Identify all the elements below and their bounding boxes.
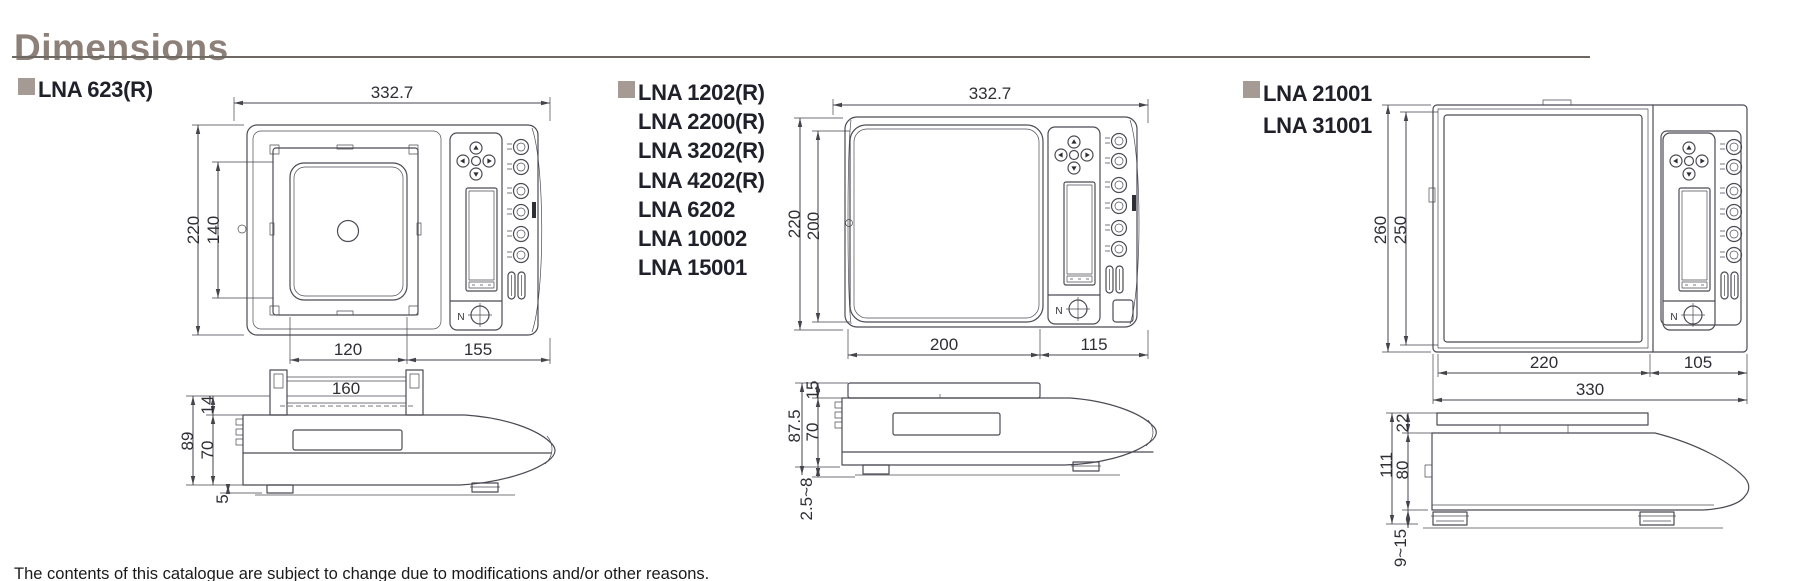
dim-label-pan-height: 22 [1393,414,1412,433]
brand-logo-mark [532,202,536,218]
model-line: LNA 3202(R) [618,136,765,165]
dim-label-overall-height: 111 [1377,452,1396,478]
dim-label-overall-width: 332.7 [371,83,414,102]
balance-body-profile [235,414,556,496]
model-name: LNA 4202(R) [638,167,765,193]
lna623-top-view-drawing: 332.7 220 140 120 155 [184,83,551,364]
rear-port [1112,299,1134,323]
model-line: LNA 10002 [618,224,765,253]
control-panel-frame [1660,130,1742,326]
dim-label-pan-depth: 200 [804,212,823,240]
dim-label-foot-height: 5 [213,494,232,503]
dim-label-pan-width: 120 [334,340,362,359]
weighing-pan-slab [1436,412,1649,434]
dim-label-pan-width: 160 [332,379,360,398]
model-name: LNA 2200(R) [638,109,765,135]
model-name: LNA 623(R) [38,77,153,102]
model-line: LNA 1202(R) [618,78,765,107]
dimension-lines [794,99,1149,359]
balance-body-profile [834,397,1157,476]
dim-label-overall-height: 87.5 [785,409,804,442]
dim-label-overall-width: 332.7 [969,84,1012,103]
dim-label-pan-width: 220 [1530,353,1558,372]
model-list-lna21001: LNA 21001 LNA 31001 [1243,78,1372,142]
control-panel [1662,132,1743,331]
lna1202-top-view-drawing: 332.7 220 200 200 115 [785,84,1149,359]
disclaimer-text: The contents of this catalogue are subje… [14,564,710,581]
model-name: LNA 15001 [638,255,747,281]
dimension-lines [1386,412,1437,528]
dim-label-overall-depth: 260 [1371,216,1390,244]
bullet-icon [18,78,35,95]
model-line: LNA 2200(R) [618,107,765,136]
dimension-lines [795,382,855,478]
dim-label-pan-width: 200 [930,335,958,354]
model-name: LNA 10002 [638,226,747,252]
dimension-lines [192,97,551,364]
title-rule [12,56,1590,58]
model-list-lna1202: LNA 1202(R) LNA 2200(R) LNA 3202(R) LNA … [618,78,765,282]
dim-label-pan-depth: 140 [204,216,223,244]
dim-label-pan-depth: 250 [1391,216,1410,244]
model-line: LNA 15001 [618,253,765,282]
dim-label-pan-height: 15 [803,381,822,400]
dim-label-body-height: 70 [198,441,217,460]
bullet-icon [618,81,635,98]
model-line: LNA 623(R) [18,75,153,104]
weighing-pan-slab [847,382,1041,399]
balance-body-profile [1423,432,1750,529]
balance-body [237,124,543,336]
model-list-lna623: LNA 623(R) [18,75,153,104]
dim-label-foot-height: 9~15 [1391,529,1410,567]
model-name: LNA 31001 [1263,113,1372,138]
model-name: LNA 21001 [1263,81,1372,106]
model-name: LNA 1202(R) [638,80,765,105]
bullet-icon [1243,81,1260,98]
control-panel [1047,126,1128,325]
lna1202-side-view-drawing: 87.5 15 70 2.5~8 [785,381,1157,521]
brand-logo-mark [1132,195,1136,211]
model-line: LNA 6202 [618,195,765,224]
dim-label-pan-height: 14 [198,396,217,415]
lna21001-side-view-drawing: 111 22 80 9~15 [1377,412,1750,567]
dimension-lines [186,395,270,494]
page-title: Dimensions [14,26,229,68]
model-line: LNA 4202(R) [618,166,765,195]
lna623-side-view-drawing: 160 89 14 70 5 [178,369,556,504]
dim-label-overall-height: 89 [178,432,197,451]
model-name: LNA 3202(R) [638,138,765,164]
balance-body [1428,99,1748,353]
dim-label-overall-depth: 220 [785,210,804,238]
dim-label-overall-depth: 220 [184,216,203,244]
model-line: LNA 21001 [1243,78,1372,110]
weighing-pan [845,124,1044,323]
weighing-pan [269,144,422,316]
lna21001-top-view-drawing: 260 250 220 105 330 [1371,99,1748,404]
dim-label-body-height: 70 [803,423,822,442]
dimension-lines [1382,104,1748,404]
model-name: LNA 6202 [638,196,736,222]
dim-label-overall-width: 330 [1576,380,1604,399]
dim-label-body-height: 80 [1393,461,1412,480]
dim-label-panel-width: 155 [464,340,492,359]
model-line: LNA 31001 [1243,110,1372,142]
dim-label-foot-height: 2.5~8 [797,477,816,520]
dim-label-panel-width: 105 [1684,353,1712,372]
weighing-pan [1437,108,1649,349]
dim-label-panel-width: 115 [1080,335,1107,354]
control-panel [449,132,530,331]
